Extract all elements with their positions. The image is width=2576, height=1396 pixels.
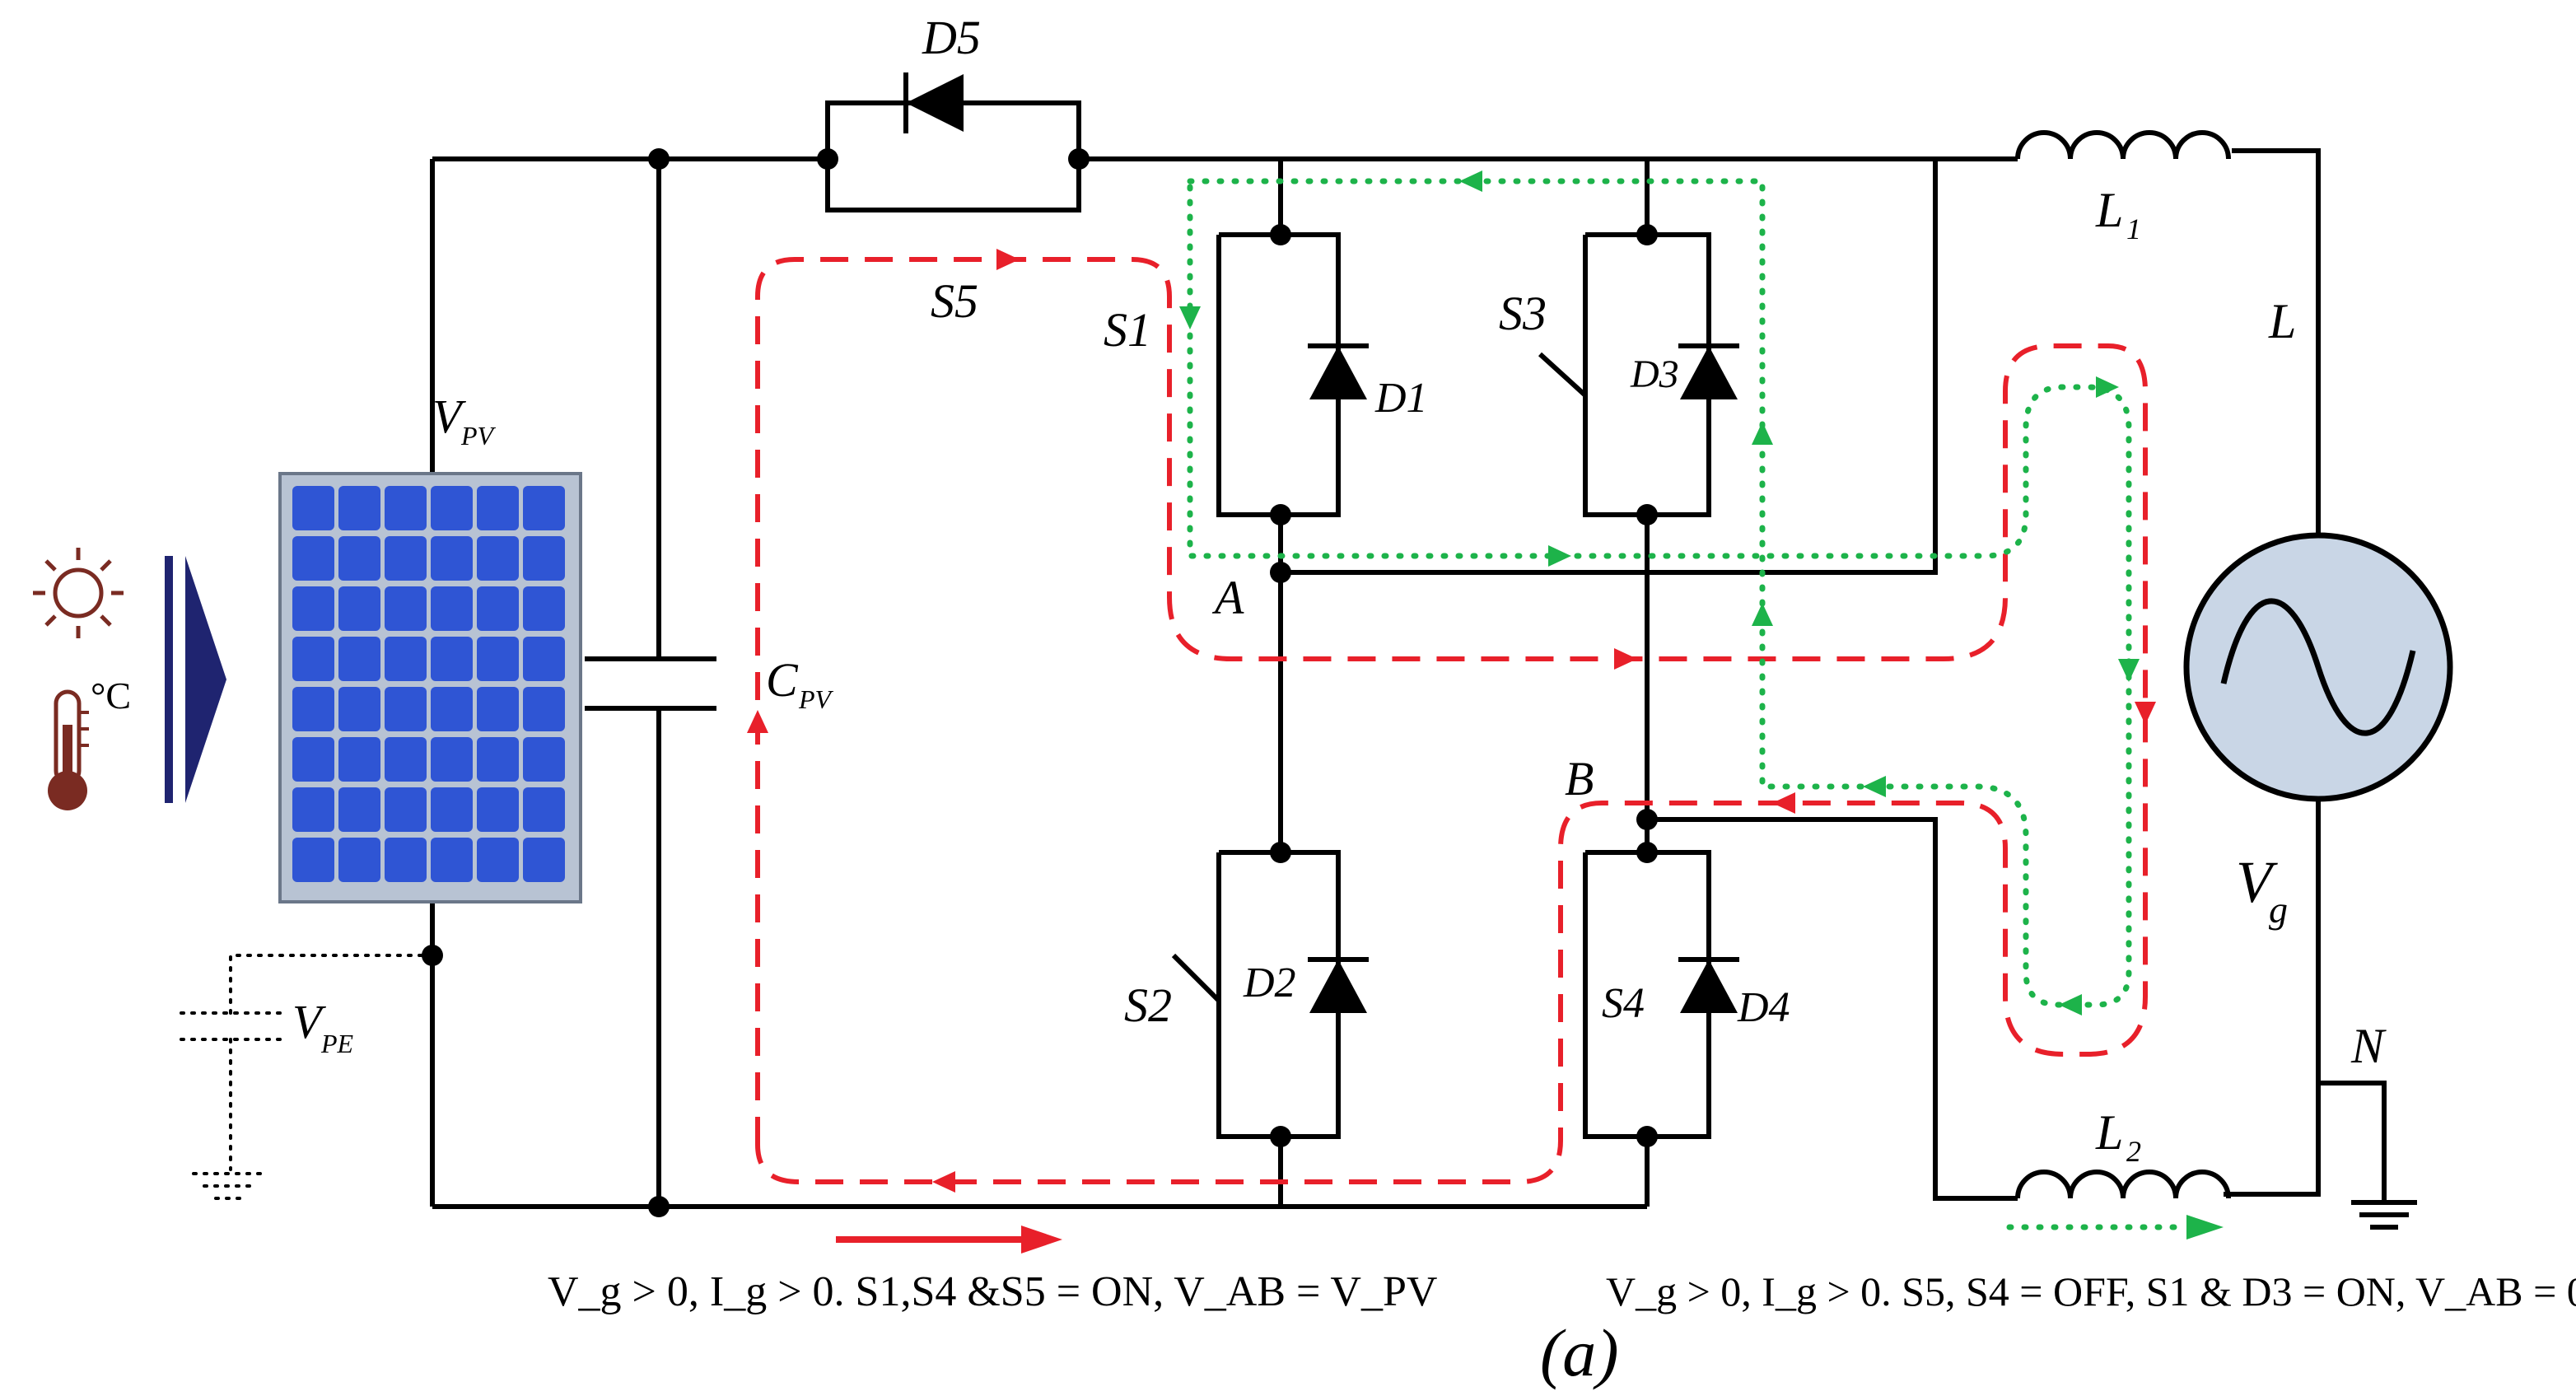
label-node-b: B (1565, 752, 1594, 805)
label-l1: L (2095, 183, 2123, 237)
solar-cell (477, 486, 519, 530)
solar-cell (477, 838, 519, 882)
solar-cell (385, 536, 427, 581)
label-cpv: C (766, 653, 799, 707)
label-vpv-sub: PV (460, 421, 497, 451)
label-vpe: V (292, 995, 327, 1048)
solar-cell (385, 687, 427, 731)
caption-left: V_g > 0, I_g > 0. S1,S4 &S5 = ON, V_AB =… (548, 1268, 1437, 1315)
solar-cell (523, 687, 565, 731)
diode-d5 (903, 72, 1001, 133)
solar-cell (431, 687, 473, 731)
solar-cell (477, 536, 519, 581)
inductor-l1 (2015, 130, 2231, 160)
solar-cell (292, 586, 334, 631)
green-legend-arrow (2006, 1215, 2224, 1240)
solar-cell (338, 838, 380, 882)
degree-celsius-label: °C (91, 675, 131, 717)
sun-icon (33, 548, 124, 638)
solar-cell (292, 737, 334, 782)
label-node-a: A (1211, 571, 1244, 624)
solar-cell (385, 838, 427, 882)
label-vpv: V (432, 390, 467, 443)
solar-cell (477, 586, 519, 631)
solar-cell (385, 637, 427, 681)
inductor-l2 (2015, 1170, 2231, 1199)
solar-panel (278, 472, 582, 903)
solar-cell (523, 838, 565, 882)
diode-d4 (1678, 957, 1739, 1013)
solar-cell (523, 586, 565, 631)
label-vpe-sub: PE (320, 1029, 354, 1058)
solar-cell (431, 838, 473, 882)
label-l2-sub: 2 (2126, 1135, 2141, 1168)
solar-cell (431, 737, 473, 782)
label-s3: S3 (1499, 287, 1547, 340)
label-line: L (2268, 294, 2296, 348)
solar-cell (338, 486, 380, 530)
ac-source (2183, 532, 2453, 802)
caption-right: V_g > 0, I_g > 0. S5, S4 = OFF, S1 & D3 … (1606, 1268, 2576, 1314)
solar-cell (385, 737, 427, 782)
solar-cell (385, 486, 427, 530)
solar-cell (385, 787, 427, 832)
solar-cell (338, 787, 380, 832)
solar-cell (477, 687, 519, 731)
red-current-path (747, 249, 2156, 1193)
label-d3: D3 (1630, 353, 1679, 396)
label-s4: S4 (1602, 980, 1645, 1027)
solar-cell (431, 637, 473, 681)
solar-cell (523, 737, 565, 782)
solar-cell (292, 687, 334, 731)
green-current-path (1179, 170, 2140, 1015)
solar-cell (338, 637, 380, 681)
label-l1-sub: 1 (2126, 212, 2141, 245)
solar-cell (431, 486, 473, 530)
solar-cell (431, 536, 473, 581)
solar-cell (477, 637, 519, 681)
label-neutral: N (2350, 1019, 2387, 1073)
diode-d3 (1678, 343, 1739, 399)
red-legend-arrow (836, 1226, 1062, 1254)
solar-cell (338, 536, 380, 581)
switch-contacts (1171, 352, 1588, 1003)
solar-cell (477, 787, 519, 832)
label-d4: D4 (1737, 984, 1790, 1031)
parasitic-capacitor (180, 954, 434, 1200)
solar-cell (523, 536, 565, 581)
label-vg-sub: g (2269, 889, 2288, 931)
solar-cell (431, 787, 473, 832)
thermometer-icon (48, 689, 89, 810)
label-l2: L (2095, 1105, 2123, 1160)
label-s1: S1 (1104, 303, 1151, 357)
figure-label: (a) (1540, 1315, 1619, 1390)
solar-cell (292, 486, 334, 530)
label-d2: D2 (1243, 959, 1296, 1006)
solar-cell (431, 586, 473, 631)
label-s2: S2 (1124, 978, 1172, 1032)
label-cpv-sub: PV (798, 684, 834, 714)
irradiance-arrow-icon (165, 556, 226, 803)
label-vg: V (2236, 849, 2278, 915)
solar-cell (338, 586, 380, 631)
solar-cell (338, 687, 380, 731)
diode-d1 (1308, 343, 1369, 399)
solar-cell (338, 737, 380, 782)
circuit-wires (430, 100, 2417, 1230)
solar-cell (523, 787, 565, 832)
solar-cell (292, 838, 334, 882)
diode-d2 (1308, 957, 1369, 1013)
solar-cell (523, 486, 565, 530)
solar-cell (477, 737, 519, 782)
solar-cell (292, 637, 334, 681)
label-s5: S5 (931, 274, 978, 328)
label-d5: D5 (922, 11, 981, 64)
solar-cell (292, 536, 334, 581)
solar-cell (385, 586, 427, 631)
solar-cell (523, 637, 565, 681)
junction-dots (422, 148, 1658, 1217)
solar-cell (292, 787, 334, 832)
label-d1: D1 (1374, 375, 1428, 422)
